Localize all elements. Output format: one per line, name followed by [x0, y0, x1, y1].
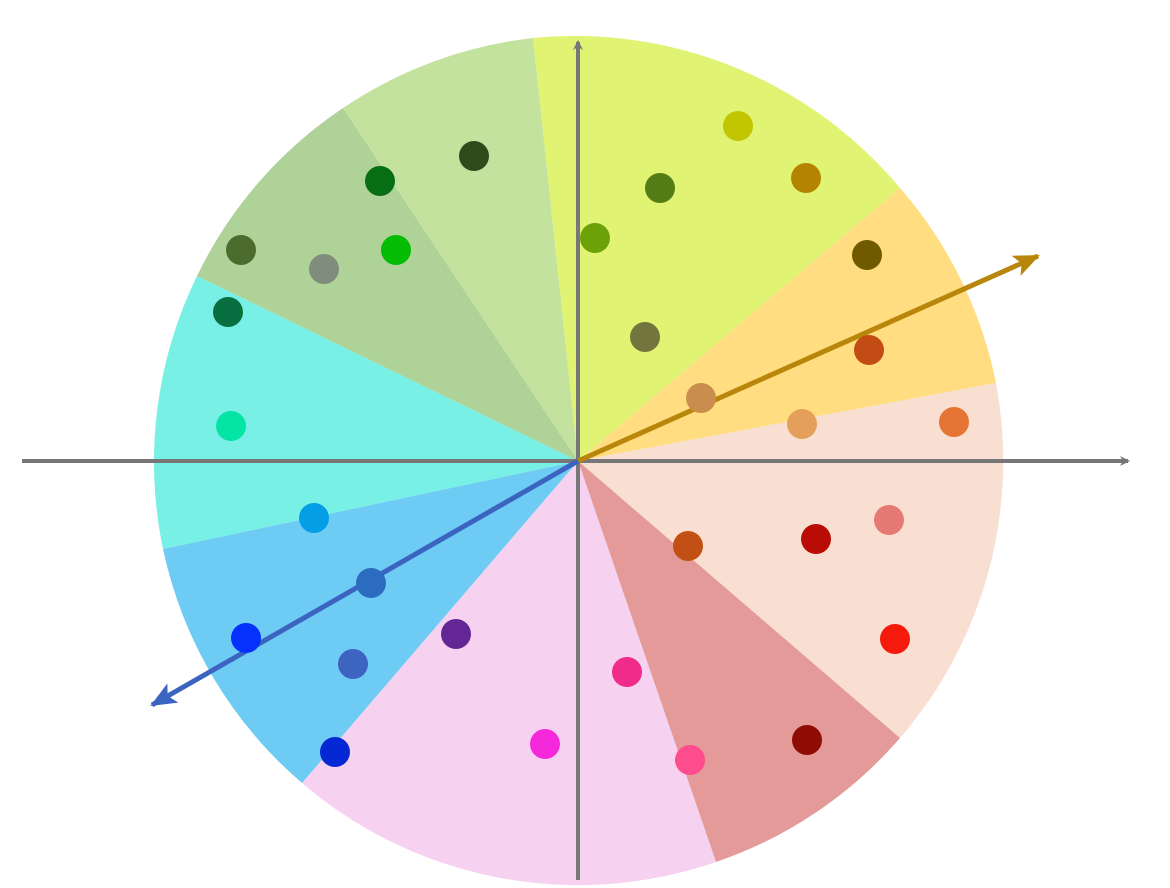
color-dot — [673, 531, 703, 561]
color-dot — [365, 166, 395, 196]
color-dot — [338, 649, 368, 679]
color-dot — [580, 223, 610, 253]
color-dot — [381, 235, 411, 265]
color-dot — [854, 335, 884, 365]
sector-layer — [153, 35, 1004, 886]
color-dot — [441, 619, 471, 649]
color-dot — [675, 745, 705, 775]
color-dot — [801, 524, 831, 554]
color-dot — [459, 141, 489, 171]
color-dot — [852, 240, 882, 270]
color-dot — [791, 163, 821, 193]
sector-rose — [578, 461, 900, 862]
color-dot — [792, 725, 822, 755]
sector-green — [197, 108, 578, 461]
color-dot — [213, 297, 243, 327]
color-dot — [226, 235, 256, 265]
color-dot — [216, 411, 246, 441]
sector-pink — [302, 461, 716, 886]
color-dot — [612, 657, 642, 687]
color-dot — [723, 111, 753, 141]
sector-light-orange — [578, 188, 996, 461]
color-dot — [356, 568, 386, 598]
color-dot — [939, 407, 969, 437]
sector-sky-blue — [163, 461, 578, 783]
color-dot — [645, 173, 675, 203]
color-dot — [299, 503, 329, 533]
color-dot — [309, 254, 339, 284]
color-dot — [530, 729, 560, 759]
sector-light-green — [343, 38, 578, 461]
color-dot — [231, 623, 261, 653]
color-dot — [320, 737, 350, 767]
color-dot — [630, 322, 660, 352]
arrow-up-right — [576, 253, 1040, 464]
color-dot — [787, 409, 817, 439]
sector-yellow-green — [533, 35, 900, 462]
color-dot — [874, 505, 904, 535]
sector-aqua — [153, 276, 579, 549]
dot-layer — [213, 111, 969, 775]
color-dot — [880, 624, 910, 654]
color-dot — [686, 383, 716, 413]
